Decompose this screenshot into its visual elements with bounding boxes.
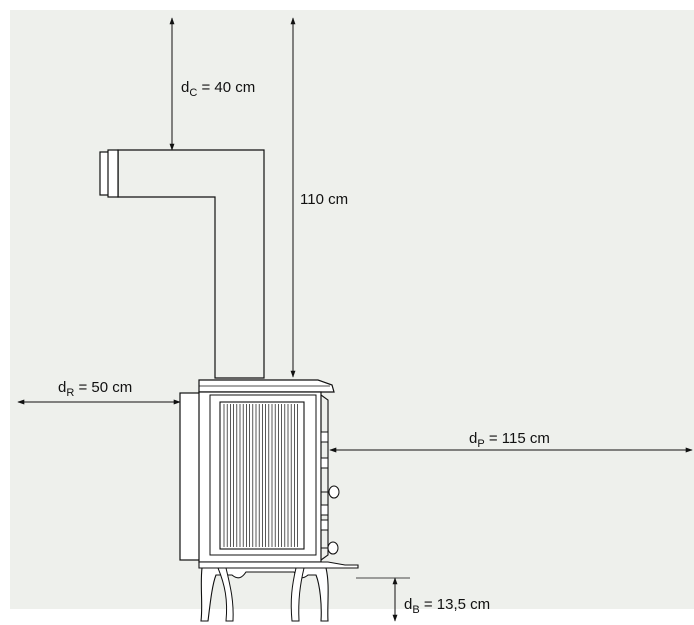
background-panel — [10, 10, 694, 609]
control-knobs — [320, 431, 340, 555]
dr-label: dR = 50 cm — [58, 379, 132, 399]
stove — [179, 379, 359, 622]
dc-label: dC = 40 cm — [181, 79, 255, 99]
dimension-lines — [17, 17, 693, 622]
ash-plate — [198, 561, 359, 569]
height-label: 110 cm — [300, 191, 348, 208]
dp-label: dP = 115 cm — [469, 430, 550, 450]
panel-ribs — [223, 404, 298, 547]
db-label: dB = 13,5 cm — [404, 596, 490, 616]
stove-legs — [200, 567, 329, 622]
pipe-collar — [99, 149, 119, 198]
rear-heat-shield — [179, 392, 202, 561]
ribbed-panel — [219, 401, 305, 550]
